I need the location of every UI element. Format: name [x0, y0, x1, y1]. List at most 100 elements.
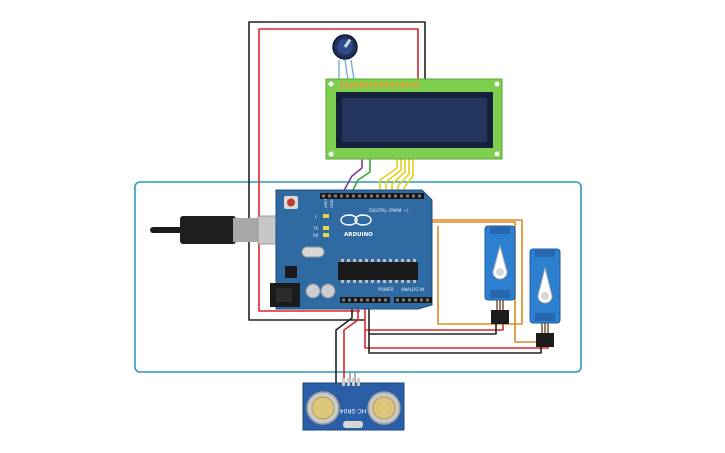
wire-black-sensor	[335, 304, 353, 384]
analog-pin	[396, 298, 399, 302]
digital-pin	[406, 194, 409, 198]
chip-leg	[389, 259, 392, 262]
chip-leg	[383, 280, 386, 283]
analog-header	[394, 297, 432, 303]
chip-leg	[407, 280, 410, 283]
sensor-pins	[342, 378, 360, 386]
digital-pin	[376, 194, 379, 198]
digital-pin	[388, 194, 391, 198]
l-label: L	[315, 214, 318, 219]
servo-2-lead	[541, 323, 549, 333]
sensor-model-label: HC-SR04	[340, 407, 367, 414]
arduino-uno: ARDUINO DIGITAL (PWM ~) POWER ANALOG IN …	[150, 189, 433, 310]
breadboard-outline	[134, 181, 582, 373]
chip-leg	[377, 280, 380, 283]
servo-1-connector	[491, 310, 509, 324]
servo-2-tab-top	[535, 249, 555, 257]
chip-leg	[371, 280, 374, 283]
chip-leg	[353, 280, 356, 283]
chip-leg	[401, 259, 404, 262]
chip-leg	[389, 280, 392, 283]
lcd-pin	[345, 82, 348, 88]
lcd-mount-holes	[328, 81, 500, 157]
analog-pin	[420, 298, 423, 302]
chip-leg	[395, 280, 398, 283]
power-header-strip	[340, 297, 390, 303]
potentiometer-indicator	[343, 38, 352, 48]
digital-pin	[334, 194, 337, 198]
wire-yellow-1	[379, 158, 398, 196]
analog-label: ANALOG IN	[401, 287, 424, 292]
sensor-transducer-left-inner	[311, 396, 335, 420]
usb-cable	[150, 227, 186, 233]
aref-label: AREF	[323, 198, 328, 208]
analog-pin	[426, 298, 429, 302]
wire-black-servo1	[368, 304, 497, 335]
chip-leg	[377, 259, 380, 262]
analog-header-strip	[394, 297, 432, 303]
lcd-pin	[415, 82, 418, 88]
chip-leg	[413, 259, 416, 262]
digital-pin	[328, 194, 331, 198]
led-tx	[323, 226, 329, 230]
analog-pin	[414, 298, 417, 302]
digital-pin	[322, 194, 325, 198]
power-jack-hole	[276, 288, 292, 302]
chip-leg	[341, 259, 344, 262]
power-pin	[348, 298, 351, 302]
sensor-pin	[347, 378, 350, 386]
lcd-pin	[390, 82, 393, 88]
servo-1-tab-top	[490, 226, 510, 234]
digital-pin	[412, 194, 415, 198]
sensor-pin	[352, 378, 355, 386]
wire-green	[349, 158, 371, 197]
wire-black-lcd	[248, 21, 426, 321]
lcd-screen	[342, 98, 487, 142]
wire-yellow-2	[385, 158, 402, 196]
digital-header	[320, 193, 424, 199]
digital-pin	[346, 194, 349, 198]
gnd-label: GND	[329, 199, 334, 208]
ultrasonic-sensor: HC-SR04	[302, 378, 405, 431]
power-pin	[360, 298, 363, 302]
chip-leg	[359, 259, 362, 262]
chip-leg	[395, 259, 398, 262]
power-pin	[342, 298, 345, 302]
chip-leg	[371, 259, 374, 262]
analog-pin	[408, 298, 411, 302]
lcd-pin-header	[340, 82, 418, 88]
digital-pin	[382, 194, 385, 198]
digital-pin	[400, 194, 403, 198]
reset-button-cap	[287, 198, 295, 207]
chip-leg	[413, 280, 416, 283]
digital-pin	[340, 194, 343, 198]
lcd-pin	[355, 82, 358, 88]
sensor-pin	[357, 378, 360, 386]
potentiometer[interactable]	[332, 34, 358, 60]
chip-leg	[407, 259, 410, 262]
lcd-pin	[365, 82, 368, 88]
lcd-mount-hole	[494, 81, 500, 87]
power-pin	[372, 298, 375, 302]
servo-2	[529, 248, 561, 347]
power-pin	[378, 298, 381, 302]
servo-2-tab-bottom	[535, 313, 555, 321]
digital-label: DIGITAL (PWM ~)	[369, 208, 409, 214]
lcd-pin	[405, 82, 408, 88]
servo-2-connector	[536, 333, 554, 347]
power-header	[340, 297, 390, 303]
digital-pin	[418, 194, 421, 198]
power-pin	[366, 298, 369, 302]
capacitor-2	[320, 283, 336, 299]
wire-red-servo1	[364, 304, 504, 331]
chip-leg	[353, 259, 356, 262]
lcd-pin	[340, 82, 343, 88]
chip-leg	[365, 280, 368, 283]
chip-leg	[347, 280, 350, 283]
wire-red-lcd	[258, 28, 419, 312]
capacitor-1	[305, 283, 321, 299]
lcd-pin	[370, 82, 373, 88]
lcd-mount-hole	[494, 151, 500, 157]
lcd-pin	[410, 82, 413, 88]
